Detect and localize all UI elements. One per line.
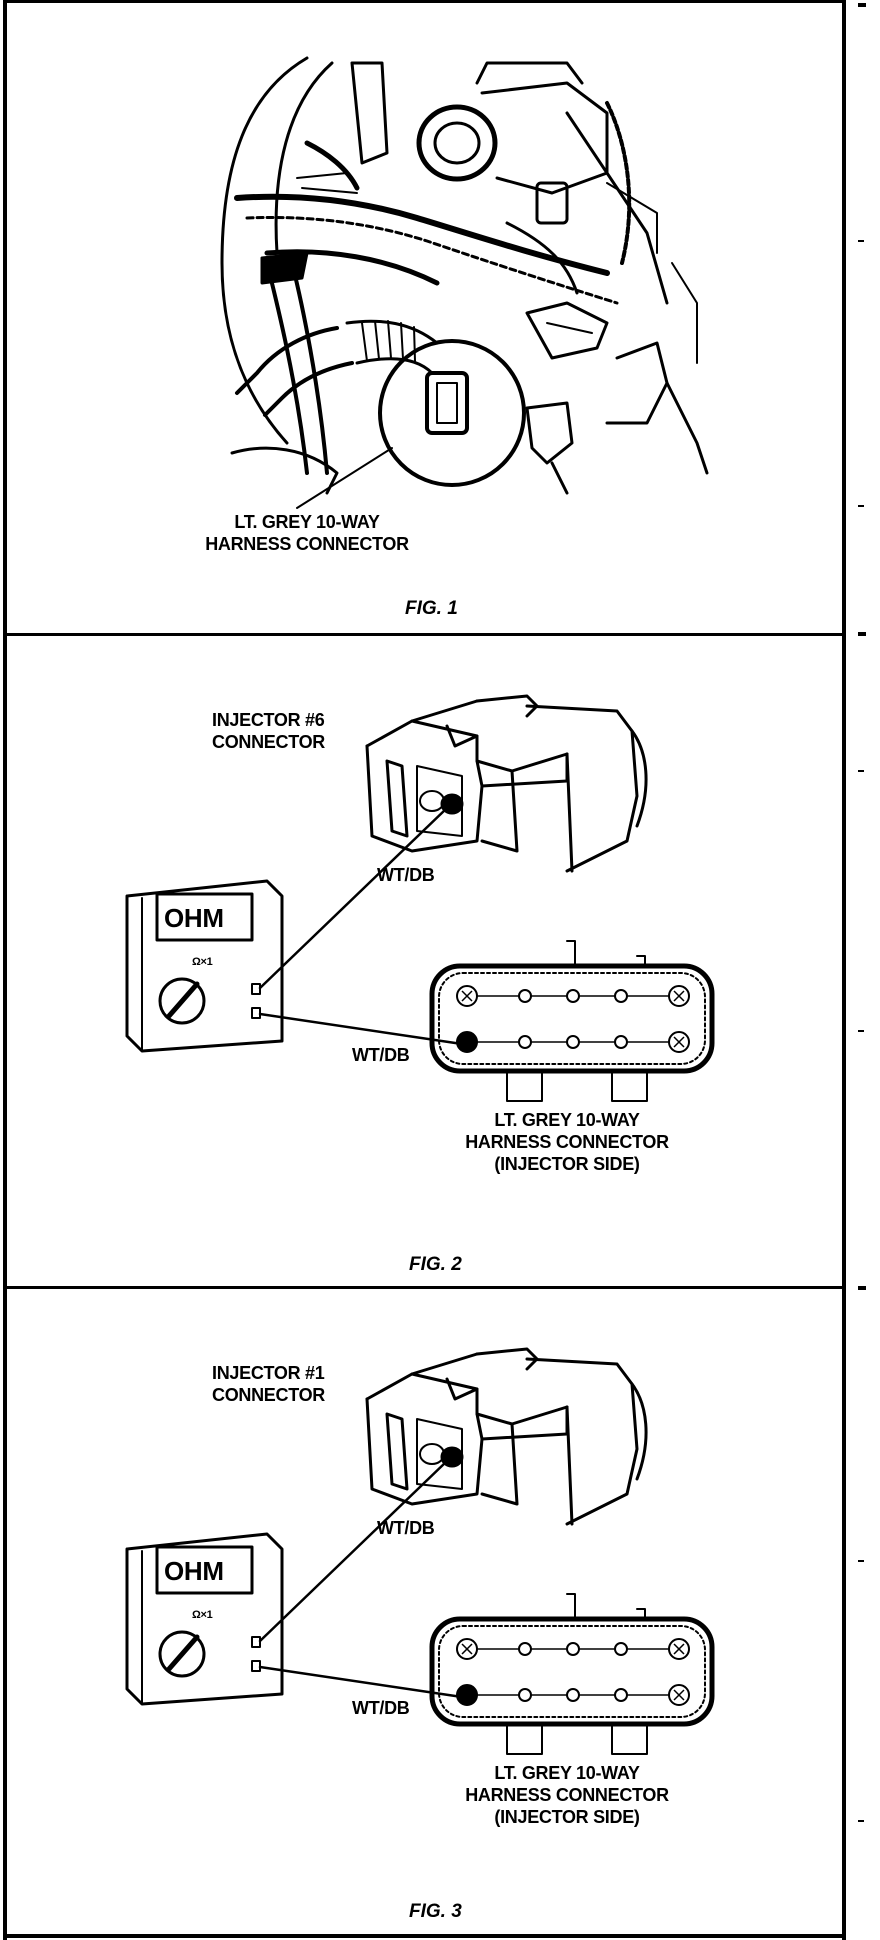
wire-label-top: WT/DB bbox=[377, 1518, 435, 1538]
ohmmeter-drawing bbox=[125, 879, 284, 1053]
figure-caption: FIG. 2 bbox=[409, 1254, 462, 1275]
harness-connector-drawing bbox=[429, 940, 715, 1102]
margin-tick bbox=[858, 1286, 866, 1290]
figure-divider bbox=[3, 1286, 846, 1289]
wire-label-bottom: WT/DB bbox=[352, 1698, 410, 1718]
engine-bay-illustration bbox=[220, 56, 709, 509]
margin-tick bbox=[858, 3, 866, 7]
resistance-test-diagram bbox=[125, 1347, 715, 1755]
figure-1-panel: LT. GREY 10-WAY HARNESS CONNECTOR FIG. 1 bbox=[7, 3, 842, 633]
injector-label-line2: CONNECTOR bbox=[212, 732, 325, 752]
injector-label-line2: CONNECTOR bbox=[212, 1385, 325, 1405]
figure-caption: FIG. 3 bbox=[409, 1901, 462, 1922]
meter-range: Ω×1 bbox=[192, 956, 213, 968]
harness-connector-drawing bbox=[429, 1593, 715, 1755]
connector-label-line2: HARNESS CONNECTOR bbox=[205, 534, 409, 554]
margin-tick bbox=[858, 770, 864, 772]
margin-tick bbox=[858, 632, 866, 636]
resistance-test-diagram bbox=[125, 694, 715, 1102]
meter-display: OHM bbox=[164, 903, 224, 933]
margin-tick bbox=[858, 1560, 864, 1562]
margin-tick bbox=[858, 1820, 864, 1822]
injector-label-line1: INJECTOR #6 bbox=[212, 710, 325, 730]
ohmmeter-drawing bbox=[125, 1532, 284, 1706]
figure-3-panel: INJECTOR #1 CONNECTOR OHM Ω×1 WT/DB WT/D… bbox=[7, 1289, 842, 1934]
frame-bottom-border bbox=[3, 1934, 846, 1938]
injector-connector-drawing bbox=[365, 1347, 648, 1526]
injector-label-line1: INJECTOR #1 bbox=[212, 1363, 325, 1383]
meter-range: Ω×1 bbox=[192, 1609, 213, 1621]
margin-tick bbox=[858, 505, 864, 507]
harness-label-line2: HARNESS CONNECTOR bbox=[465, 1132, 669, 1152]
harness-label-line1: LT. GREY 10-WAY bbox=[494, 1110, 640, 1130]
harness-label-line3: (INJECTOR SIDE) bbox=[494, 1154, 640, 1174]
frame-right-border bbox=[842, 0, 846, 1940]
connector-label-line1: LT. GREY 10-WAY bbox=[234, 512, 380, 532]
margin-tick bbox=[858, 1030, 864, 1032]
harness-label-line3: (INJECTOR SIDE) bbox=[494, 1807, 640, 1827]
harness-label-line2: HARNESS CONNECTOR bbox=[465, 1785, 669, 1805]
figure-divider bbox=[3, 633, 846, 636]
injector-connector-drawing bbox=[365, 694, 648, 873]
figure-caption: FIG. 1 bbox=[405, 598, 458, 619]
frame-top-border bbox=[3, 0, 846, 3]
wire-label-top: WT/DB bbox=[377, 865, 435, 885]
figure-2-panel: INJECTOR #6 CONNECTOR OHM Ω×1 WT/DB WT/D… bbox=[7, 636, 842, 1286]
frame-left-border bbox=[3, 0, 7, 1940]
harness-label-line1: LT. GREY 10-WAY bbox=[494, 1763, 640, 1783]
meter-display: OHM bbox=[164, 1556, 224, 1586]
harness-pins bbox=[456, 1638, 690, 1706]
margin-tick bbox=[858, 240, 864, 242]
wire-label-bottom: WT/DB bbox=[352, 1045, 410, 1065]
